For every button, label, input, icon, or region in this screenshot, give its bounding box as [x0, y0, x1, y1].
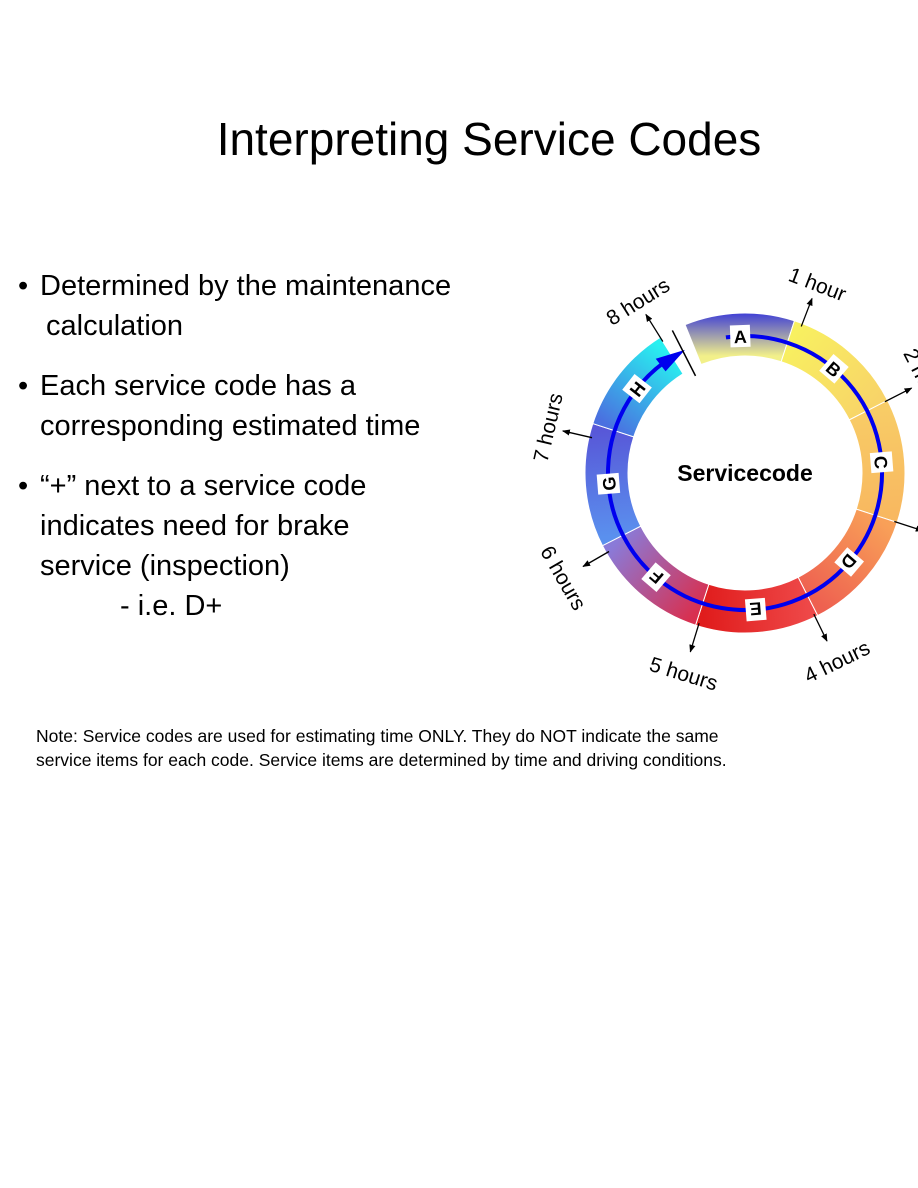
hour-label: 5 hours — [647, 653, 721, 695]
bullet-text: Determined by the maintenance — [40, 270, 452, 302]
bullet-example: - i.e. D+ — [120, 590, 223, 622]
bullet-text: calculation — [46, 310, 184, 342]
bullet-text: “+” next to a service code — [40, 470, 367, 502]
center-label: Servicecode — [677, 460, 813, 486]
hour-arrow-icon — [689, 622, 700, 653]
hour-label: 6 hours — [535, 542, 590, 614]
bullet-icon: • — [18, 470, 29, 502]
page-title: Interpreting Service Codes — [216, 113, 762, 165]
code-letter: G — [599, 476, 620, 492]
code-letter: C — [870, 455, 891, 470]
code-label: G — [596, 472, 621, 495]
note: Note: Service codes are used for estimat… — [36, 724, 727, 772]
hour-arrow-icon — [800, 297, 813, 327]
bullet-icon: • — [18, 270, 29, 302]
hour-arrow-icon — [813, 613, 828, 642]
hour-label: 8 hours — [602, 274, 674, 331]
bullet-text: Each service code has a — [40, 370, 356, 402]
service-cycle-path — [606, 334, 884, 612]
hour-label: 7 hours — [530, 391, 568, 464]
code-label: A — [729, 324, 751, 348]
note-line: service items for each code. Service ite… — [36, 750, 727, 770]
note-line: Note: Service codes are used for estimat… — [36, 726, 719, 746]
code-label: B — [819, 353, 849, 384]
code-letter: E — [749, 598, 763, 619]
code-label: D — [834, 547, 865, 577]
code-label: E — [744, 597, 767, 622]
code-label: F — [641, 562, 671, 593]
code-letter: A — [733, 327, 747, 347]
bullet-text: indicates need for brake — [40, 510, 350, 542]
hour-label: 2 hours — [898, 345, 918, 418]
bullet-item: • Determined by the maintenance calculat… — [18, 266, 451, 346]
hour-label: 4 hours — [801, 637, 874, 688]
hour-arrow-icon — [562, 429, 593, 439]
hour-label: 1 hour — [785, 263, 849, 306]
bullet-text: service (inspection) — [40, 550, 290, 582]
hour-arrow-icon — [884, 387, 913, 403]
bullet-item: • “+” next to a service code indicates n… — [18, 466, 451, 626]
arrowhead-icon — [655, 349, 685, 372]
code-label: H — [622, 374, 652, 404]
code-label: C — [869, 451, 894, 474]
bullet-icon: • — [18, 370, 29, 402]
bullet-text: corresponding estimated time — [40, 410, 421, 442]
hour-arrow-icon — [582, 550, 610, 568]
bullet-list: • Determined by the maintenance calculat… — [18, 266, 451, 646]
hour-arrow-icon — [645, 313, 664, 342]
bullet-item: • Each service code has a corresponding … — [18, 366, 451, 446]
hour-arrow-icon — [894, 520, 918, 532]
